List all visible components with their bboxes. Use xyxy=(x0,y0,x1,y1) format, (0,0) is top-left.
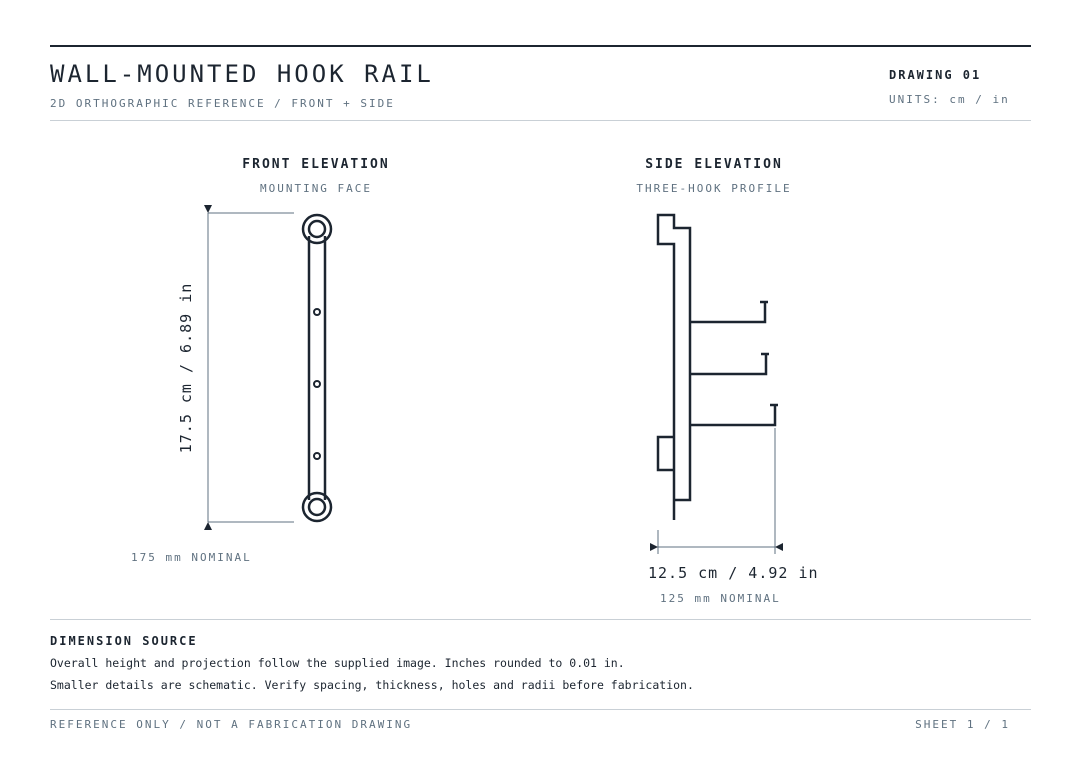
height-dimension-label: 17.5 cm / 6.89 in xyxy=(177,282,195,454)
mounting-eye-bottom-outer xyxy=(301,491,333,523)
backplate-profile xyxy=(656,213,692,520)
footer-divider xyxy=(50,709,1031,710)
header-divider xyxy=(50,120,1031,121)
front-elevation-view xyxy=(204,205,333,530)
height-arrow-bottom xyxy=(204,522,212,530)
dimension-note-1: Overall height and projection follow the… xyxy=(50,656,625,670)
hook-middle xyxy=(690,352,769,376)
height-nominal-label: 175 mm NOMINAL xyxy=(131,551,252,564)
mounting-eye-top-outer xyxy=(301,213,333,245)
drawing-title: WALL-MOUNTED HOOK RAIL xyxy=(50,60,434,88)
hook-lower xyxy=(690,403,778,427)
screw-hole-1 xyxy=(313,308,321,316)
mounting-eye-top-inner xyxy=(307,219,327,239)
projection-dimension-label: 12.5 cm / 4.92 in xyxy=(648,564,819,582)
projection-nominal-label: 125 mm NOMINAL xyxy=(660,592,781,605)
notes-divider xyxy=(50,619,1031,620)
projection-arrow-left xyxy=(650,543,658,551)
projection-arrow-right xyxy=(775,543,783,551)
top-border-rule xyxy=(50,45,1031,47)
mounting-eye-bottom-inner xyxy=(307,497,327,517)
side-view-title: SIDE ELEVATION xyxy=(645,157,783,172)
front-view-title: FRONT ELEVATION xyxy=(242,157,390,172)
dimension-note-2: Smaller details are schematic. Verify sp… xyxy=(50,678,694,692)
hook-upper xyxy=(690,300,768,324)
height-arrow-top xyxy=(204,205,212,213)
drawing-subtitle: 2D ORTHOGRAPHIC REFERENCE / FRONT + SIDE xyxy=(50,97,395,110)
units-label: UNITS: cm / in xyxy=(889,93,1010,106)
sheet-number: SHEET 1 / 1 xyxy=(915,718,1010,731)
screw-hole-2 xyxy=(313,380,321,388)
front-view-subtitle: MOUNTING FACE xyxy=(259,182,373,195)
dimension-source-title: DIMENSION SOURCE xyxy=(50,634,198,648)
footer-disclaimer: REFERENCE ONLY / NOT A FABRICATION DRAWI… xyxy=(50,718,413,731)
side-elevation-view xyxy=(650,213,783,554)
drawing-number: DRAWING 01 xyxy=(889,68,982,82)
side-view-subtitle: THREE-HOOK PROFILE xyxy=(636,182,792,195)
screw-hole-3 xyxy=(313,452,321,460)
